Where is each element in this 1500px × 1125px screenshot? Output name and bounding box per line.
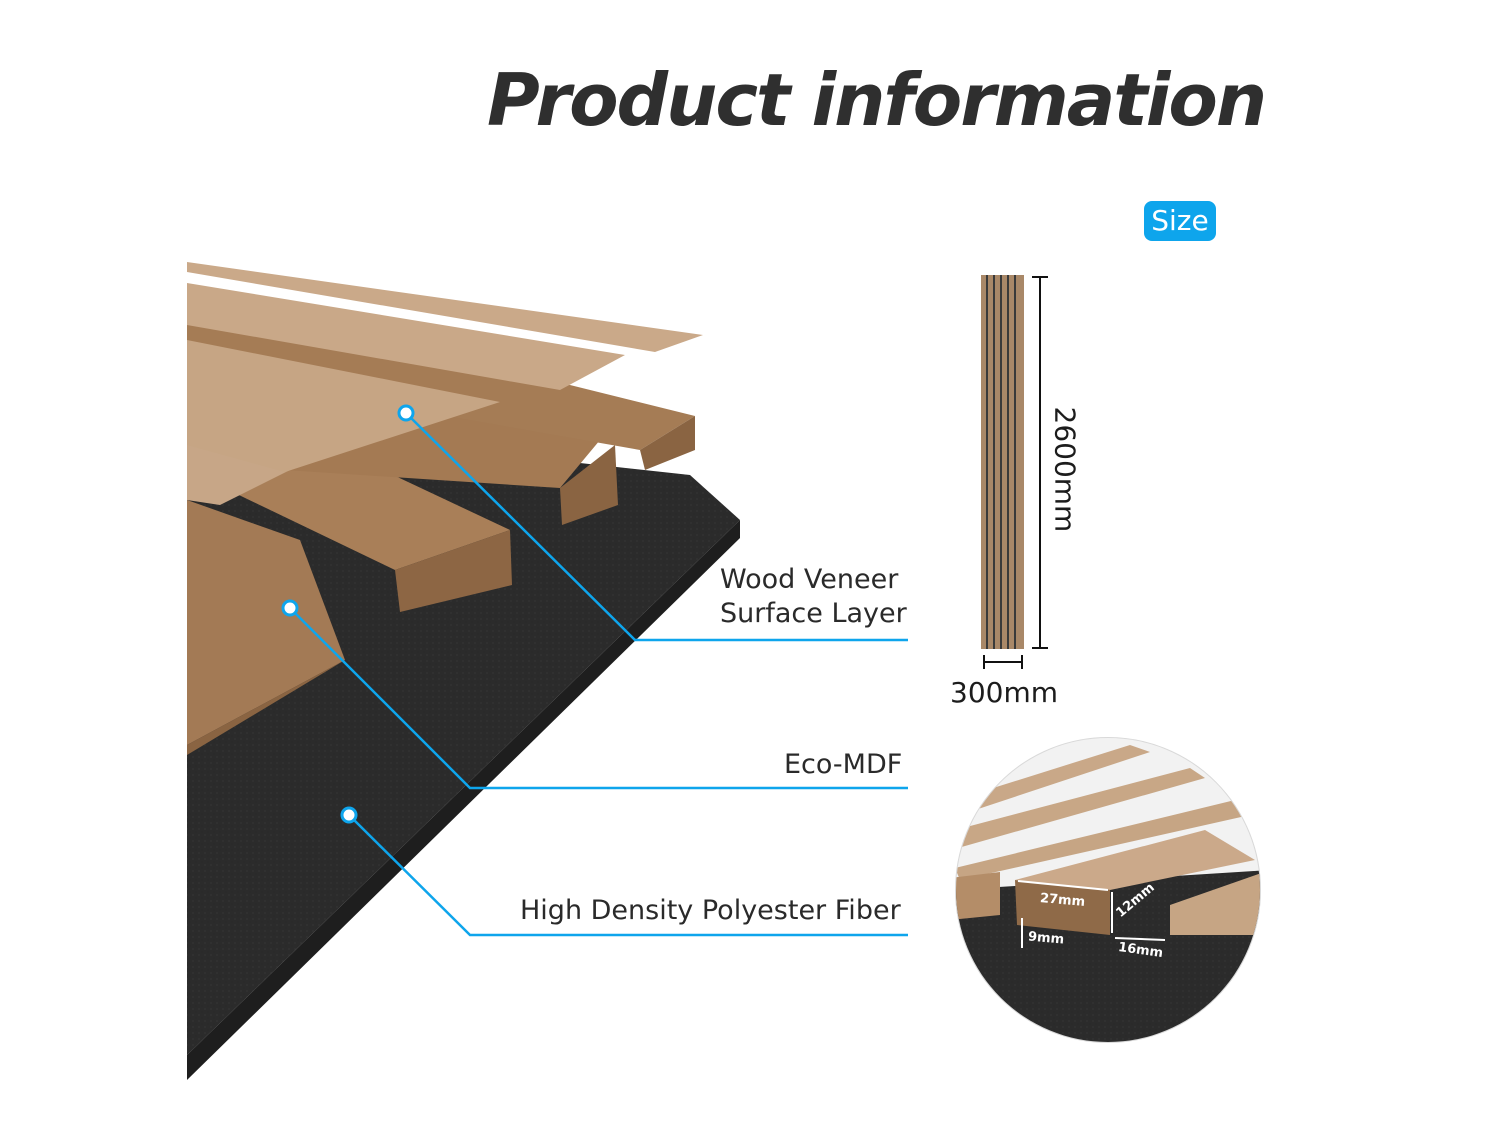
veneer-sheet-top — [187, 262, 703, 352]
felt-front-edge — [187, 520, 740, 1080]
mdf-slat-upper-front — [560, 445, 618, 525]
detail-slat-main-top — [1015, 830, 1255, 890]
page-title: Product information — [487, 58, 1267, 142]
veneer-sheet-main — [187, 340, 500, 472]
size-badge: Size — [1144, 201, 1216, 241]
label-wood-veneer-line-2: Surface Layer — [720, 598, 907, 629]
detail-slat-back-1 — [956, 745, 1150, 815]
callout-line-fiber — [348, 814, 908, 937]
callout-line-veneer — [405, 412, 908, 642]
detail-circle — [955, 737, 1261, 1043]
panel-layers — [187, 262, 740, 1080]
detail-slat-right — [1170, 870, 1260, 935]
callout-dot-mdf — [281, 599, 299, 617]
callout-dots — [281, 404, 415, 824]
label-polyester-fiber: High Density Polyester Fiber — [520, 895, 901, 926]
callout-lines — [289, 412, 908, 937]
length-dimension-line — [1032, 276, 1048, 649]
mdf-slat-lower-side — [187, 660, 345, 755]
width-dimension-line — [983, 655, 1023, 669]
mdf-slat-top-front — [640, 416, 695, 470]
callout-dot-veneer — [397, 404, 415, 422]
size-panel-grooves — [986, 275, 1016, 649]
callout-dot-fiber — [340, 806, 358, 824]
detail-slat-left — [956, 872, 1000, 920]
detail-slat-main-front — [1015, 880, 1110, 935]
size-panel-drawing — [981, 275, 1048, 669]
size-panel — [981, 275, 1024, 649]
length-dimension-label: 2600mm — [1048, 406, 1082, 533]
polyester-fiber-layer — [187, 420, 740, 1055]
label-wood-veneer: Wood Veneer Surface Layer — [720, 563, 907, 631]
detail-base-thickness-label: 9mm — [1027, 929, 1065, 948]
mdf-slat-lower-top — [187, 500, 345, 745]
mdf-slat-middle-front — [395, 530, 512, 612]
detail-dimension-lines — [1017, 880, 1166, 948]
callout-line-mdf — [289, 607, 908, 790]
detail-slat-back-2 — [956, 768, 1205, 848]
detail-slat-back-3 — [956, 800, 1250, 880]
width-dimension-label: 300mm — [950, 676, 1058, 709]
label-wood-veneer-line-1: Wood Veneer — [720, 564, 899, 595]
veneer-sheet-mid — [187, 283, 625, 390]
label-eco-mdf: Eco-MDF — [784, 749, 903, 780]
